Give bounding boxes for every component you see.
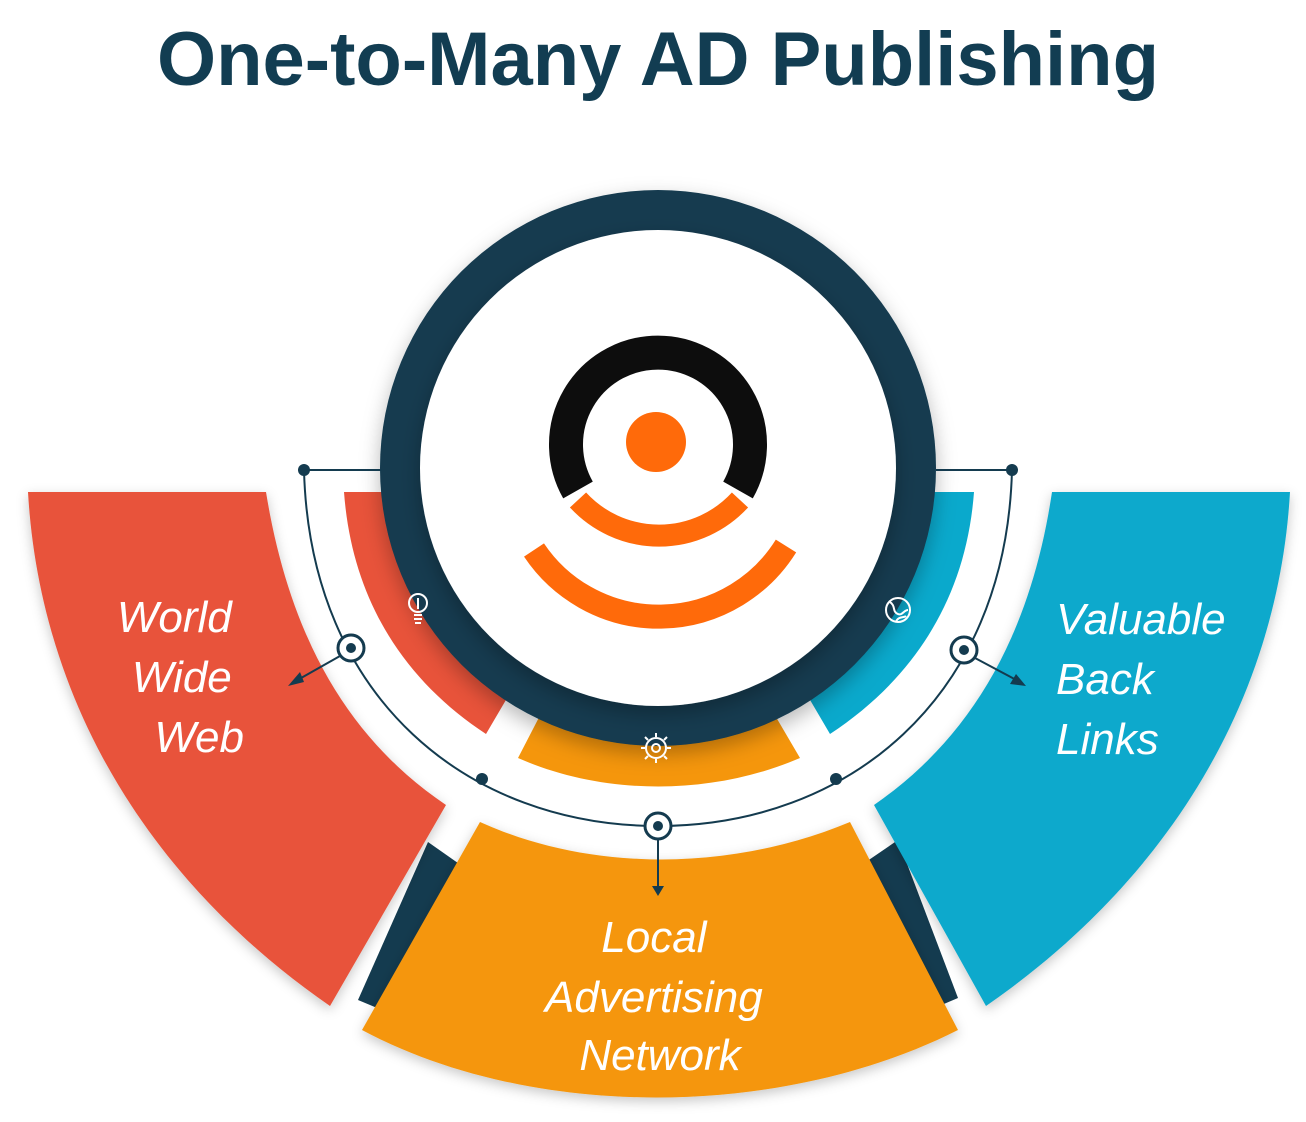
label-line: Wide [132, 653, 232, 702]
segment-world-wide-web [28, 492, 446, 1006]
label-line: Network [579, 1031, 742, 1080]
label-line: Back [1056, 655, 1156, 704]
label-line: Valuable [1056, 595, 1226, 644]
page-title: One-to-Many AD Publishing [157, 17, 1159, 102]
label-line: Web [154, 713, 244, 762]
label-line: Local [601, 913, 707, 962]
globe-icon [885, 597, 911, 623]
connector-dot [298, 464, 310, 476]
segment-label-bottom: Local Advertising Network [542, 913, 775, 1080]
connector-node-right [949, 635, 1026, 686]
label-line: World [117, 593, 233, 642]
label-line: Links [1056, 715, 1159, 764]
segment-label-left: World Wide Web [117, 593, 244, 762]
broadcast-logo-icon [524, 335, 797, 629]
lightbulb-icon [408, 593, 428, 624]
connector-dot [830, 773, 842, 785]
gear-icon [641, 733, 671, 763]
label-line: Advertising [542, 973, 763, 1022]
segment-local-advertising-network [362, 822, 958, 1098]
segment-valuable-back-links [874, 492, 1290, 1006]
connector-node-bottom [643, 811, 673, 896]
connector-dot [1006, 464, 1018, 476]
segment-label-right: Valuable Back Links [1056, 595, 1238, 764]
connector-node-left [288, 633, 366, 686]
connector-dot [476, 773, 488, 785]
navy-divider-left [358, 842, 465, 1020]
navy-divider-right [860, 840, 958, 1020]
